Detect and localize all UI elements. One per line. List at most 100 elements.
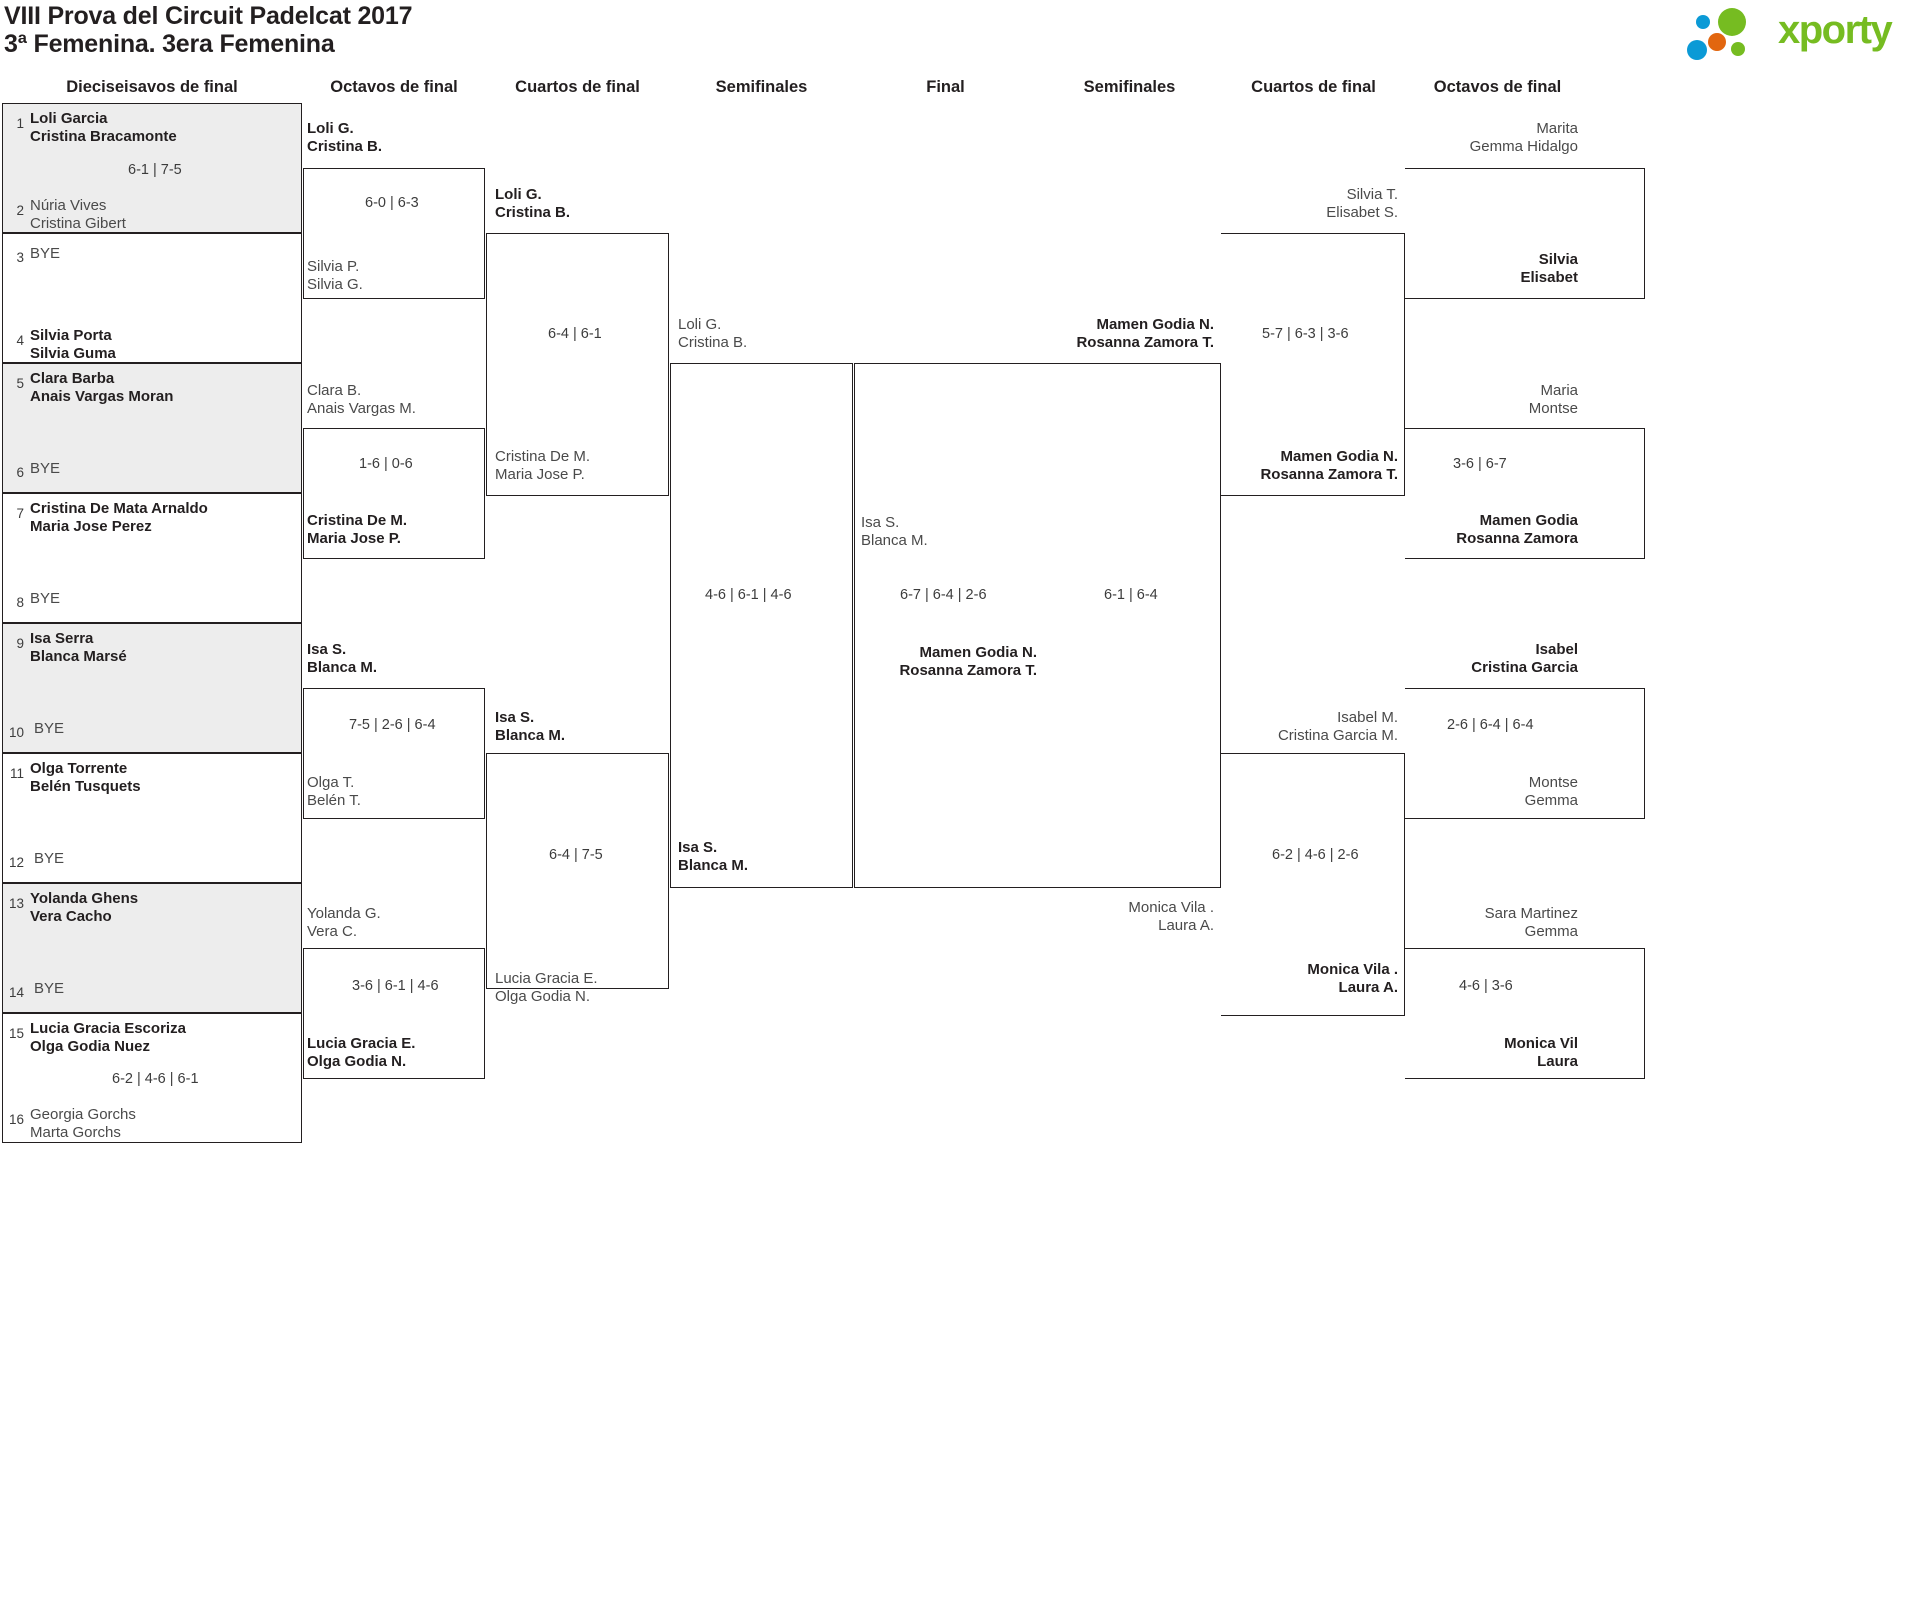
r32-pair-box-1[interactable]	[2, 103, 302, 233]
player-name: Lucia Gracia Escoriza	[30, 1020, 186, 1037]
r32-pair-box-8[interactable]	[2, 1013, 302, 1143]
quarters-left-box-1[interactable]	[486, 233, 669, 496]
r16-left-entry-4[interactable]: Cristina De M. Maria Jose P.	[307, 512, 485, 547]
r16-left-entry-8[interactable]: Lucia Gracia E. Olga Godia N.	[307, 1035, 485, 1070]
semis-left-entry-1[interactable]: Loli G. Cristina B.	[678, 316, 853, 351]
r32-pair-box-6[interactable]	[2, 753, 302, 883]
player-name: Blanca M.	[307, 658, 378, 676]
r16-left-box-2[interactable]	[303, 428, 485, 559]
r16-left-entry-2[interactable]: Silvia P. Silvia G.	[307, 258, 485, 293]
seed-number: 3	[16, 250, 24, 265]
quarters-right-entry-1[interactable]: Silvia T. Elisabet S.	[1222, 186, 1398, 221]
r16-right-entry-8[interactable]: Monica Vil Laura	[1406, 1035, 1578, 1070]
r16-right-entry-4[interactable]: Mamen Godia Rosanna Zamora	[1406, 512, 1578, 547]
player-name: Laura	[1537, 1052, 1578, 1070]
r16-right-box-3[interactable]	[1405, 688, 1645, 819]
player-name: Isa S.	[678, 839, 718, 856]
column-header-quarters-right: Cuartos de final	[1251, 78, 1376, 96]
quarters-left-entry-2[interactable]: Cristina De M. Maria Jose P.	[495, 448, 669, 483]
player-name: Gemma Hidalgo	[1469, 137, 1578, 155]
quarters-left-score-1: 6-4 | 6-1	[548, 326, 602, 342]
player-name: Belén T.	[307, 791, 361, 809]
seed-number: 13	[8, 896, 24, 911]
semis-left-entry-2[interactable]: Isa S. Blanca M.	[678, 839, 853, 874]
player-name: Mamen Godia N.	[1280, 448, 1398, 465]
semis-left-box-1[interactable]	[670, 363, 853, 888]
quarters-right-entry-3[interactable]: Isabel M. Cristina Garcia M.	[1222, 709, 1398, 744]
r16-left-entry-7[interactable]: Yolanda G. Vera C.	[307, 905, 485, 940]
r16-right-entry-5[interactable]: Isabel Cristina Garcia	[1406, 641, 1578, 676]
r16-right-entry-2[interactable]: Silvia Elisabet	[1406, 251, 1578, 286]
r16-right-entry-3[interactable]: Maria Montse	[1406, 382, 1578, 417]
r16-left-entry-3[interactable]: Clara B. Anais Vargas M.	[307, 382, 485, 417]
player-name: Gemma	[1524, 791, 1578, 809]
r16-right-score-3: 2-6 | 6-4 | 6-4	[1447, 717, 1534, 733]
r16-right-box-1[interactable]	[1405, 168, 1645, 299]
final-entry-left[interactable]: Isa S. Blanca M.	[861, 514, 1037, 549]
player-name: Rosanna Zamora T.	[1076, 333, 1214, 351]
seed-number: 4	[16, 333, 24, 348]
seed-number: 8	[16, 595, 24, 610]
seed-number: 5	[16, 376, 24, 391]
r16-right-entry-6[interactable]: Montse Gemma	[1406, 774, 1578, 809]
player-name: Silvia T.	[1346, 186, 1398, 203]
r32-pair-box-3[interactable]	[2, 363, 302, 493]
r16-right-score-2: 3-6 | 6-7	[1453, 456, 1507, 472]
r16-right-box-2[interactable]	[1405, 428, 1645, 559]
quarters-left-box-2[interactable]	[486, 753, 669, 989]
r16-left-entry-5[interactable]: Isa S. Blanca M.	[307, 641, 485, 676]
player-name: Clara B.	[307, 382, 362, 399]
r16-left-box-1[interactable]	[303, 168, 485, 299]
r32-pair-box-4[interactable]	[2, 493, 302, 623]
player-name: Monica Vila .	[1128, 899, 1214, 916]
player-name: Cristina Bracamonte	[30, 127, 177, 145]
semis-right-entry-2[interactable]: Monica Vila . Laura A.	[1038, 899, 1214, 934]
quarters-right-score-1: 5-7 | 6-3 | 3-6	[1262, 326, 1349, 342]
r16-right-box-4[interactable]	[1405, 948, 1645, 1079]
player-name: Loli Garcia	[30, 110, 108, 127]
semis-right-box-1[interactable]	[1037, 363, 1221, 888]
quarters-left-score-2: 6-4 | 7-5	[549, 847, 603, 863]
quarters-right-box-2[interactable]	[1221, 753, 1405, 1016]
quarters-left-entry-4[interactable]: Lucia Gracia E. Olga Godia N.	[495, 970, 669, 1005]
r16-right-entry-7[interactable]: Sara Martinez Gemma	[1406, 905, 1578, 940]
player-name: Isa Serra	[30, 630, 94, 647]
r32-pair-box-7[interactable]	[2, 883, 302, 1013]
player-name: Cristina B.	[678, 333, 748, 351]
final-box[interactable]	[854, 363, 1037, 888]
player-name: Anais Vargas Moran	[30, 387, 174, 405]
r16-left-score-3: 7-5 | 2-6 | 6-4	[349, 717, 436, 733]
r16-right-entry-1[interactable]: Marita Gemma Hidalgo	[1406, 120, 1578, 155]
player-name: Isabel	[1535, 641, 1578, 658]
final-score-right: 6-1 | 6-4	[1104, 587, 1158, 603]
r32-pair-box-2[interactable]	[2, 233, 302, 363]
xporty-logo[interactable]: xporty	[1682, 6, 1920, 60]
final-score-left: 6-7 | 6-4 | 2-6	[900, 587, 987, 603]
quarters-left-entry-3[interactable]: Isa S. Blanca M.	[495, 709, 669, 744]
player-name: Cristina Gibert	[30, 214, 126, 232]
champion-entry[interactable]: Mamen Godia N. Rosanna Zamora T.	[861, 644, 1037, 679]
seed-number: 6	[16, 465, 24, 480]
logo-dot-green-small	[1731, 42, 1745, 56]
r32-pair-box-5[interactable]	[2, 623, 302, 753]
quarters-right-entry-4[interactable]: Monica Vila . Laura A.	[1222, 961, 1398, 996]
player-name: Olga T.	[307, 774, 355, 791]
player-name: Olga Godia N.	[307, 1052, 407, 1070]
r16-left-box-3[interactable]	[303, 688, 485, 819]
logo-wordmark: xporty	[1778, 8, 1893, 52]
page-title-line1: VIII Prova del Circuit Padelcat 2017	[4, 2, 413, 30]
quarters-right-entry-2[interactable]: Mamen Godia N. Rosanna Zamora T.	[1222, 448, 1398, 483]
semis-right-entry-1[interactable]: Mamen Godia N. Rosanna Zamora T.	[1038, 316, 1214, 351]
seed-number: 1	[16, 116, 24, 131]
player-name: Cristina B.	[495, 203, 571, 221]
player-name: Maria	[1540, 382, 1578, 399]
player-name: Isa S.	[861, 514, 900, 531]
quarters-right-box-1[interactable]	[1221, 233, 1405, 496]
logo-dot-orange	[1708, 33, 1726, 51]
r16-left-entry-6[interactable]: Olga T. Belén T.	[307, 774, 485, 809]
r16-left-box-4[interactable]	[303, 948, 485, 1079]
player-name: Vera Cacho	[30, 907, 112, 925]
r16-left-entry-1[interactable]: Loli G. Cristina B.	[307, 120, 485, 155]
quarters-left-entry-1[interactable]: Loli G. Cristina B.	[495, 186, 669, 221]
column-header-final: Final	[926, 78, 965, 96]
